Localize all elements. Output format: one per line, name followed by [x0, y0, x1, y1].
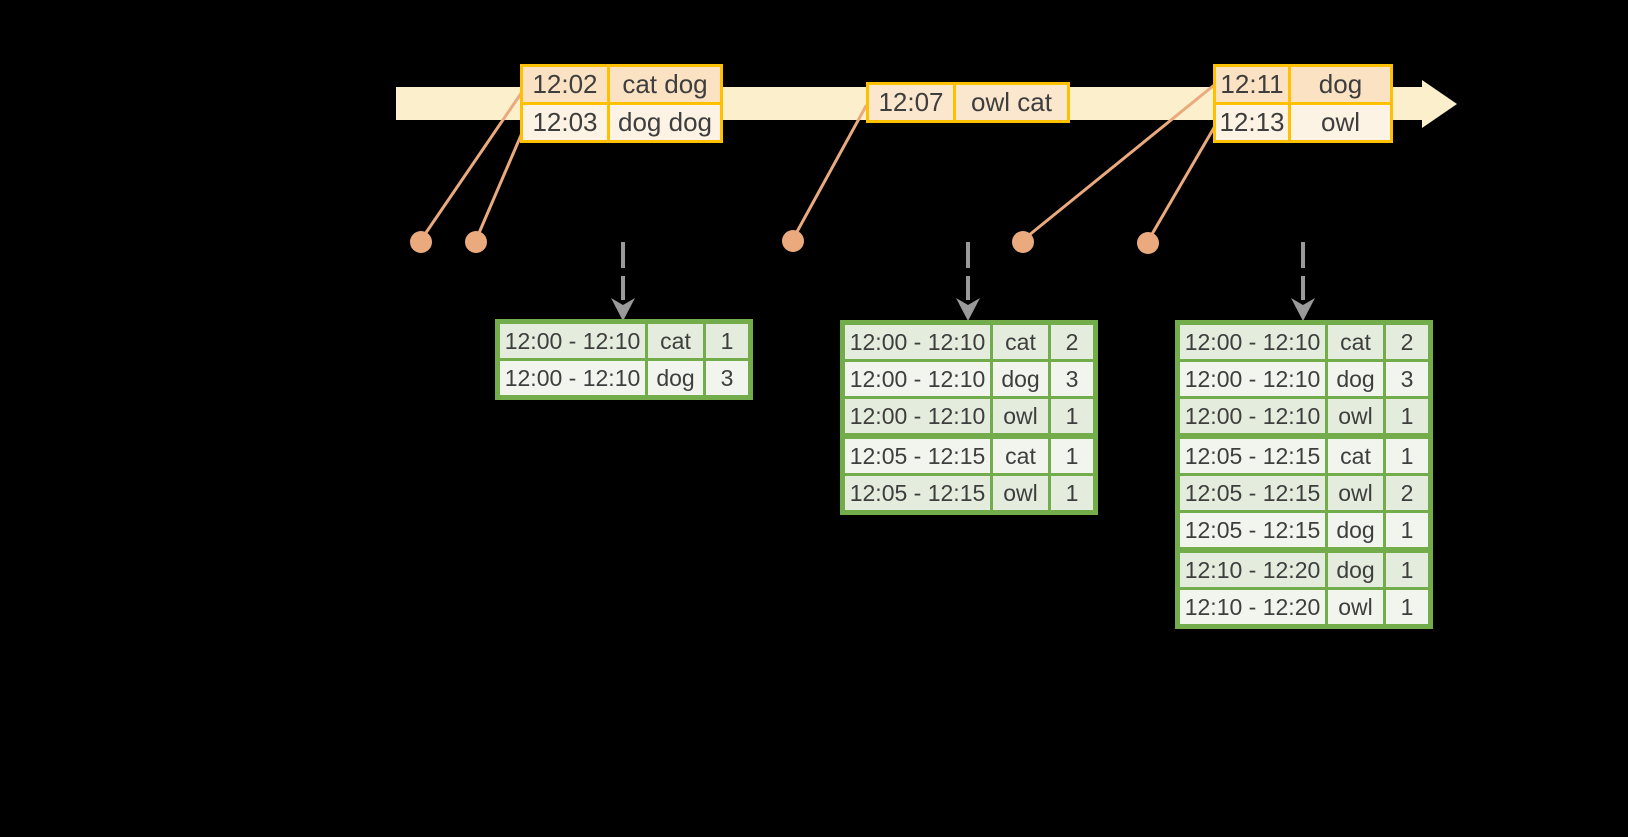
trigger-arrows — [611, 242, 1315, 321]
count-row: 12:00 - 12:10 cat 2 — [1180, 325, 1428, 359]
window-cell: 12:00 - 12:10 — [1180, 399, 1325, 433]
trigger-arrowhead-icon-2 — [956, 298, 980, 321]
count-row: 12:00 - 12:10 owl 1 — [1180, 399, 1428, 433]
count-cell: 1 — [1051, 439, 1093, 473]
event-time: 12:03 — [523, 105, 607, 140]
event-dot-5 — [1137, 232, 1159, 254]
window-cell: 12:05 - 12:15 — [845, 439, 990, 473]
event-line-4 — [1021, 84, 1215, 242]
count-cell: 3 — [706, 361, 748, 395]
count-row: 12:05 - 12:15 owl 1 — [845, 476, 1093, 510]
event-dot-4 — [1012, 231, 1034, 253]
count-row: 12:05 - 12:15 cat 1 — [1180, 439, 1428, 473]
event-line-3 — [791, 104, 868, 241]
word-cell: owl — [1328, 399, 1383, 433]
word-cell: owl — [1328, 590, 1383, 624]
event-dot-1 — [410, 231, 432, 253]
count-row: 12:05 - 12:15 dog 1 — [1180, 513, 1428, 547]
window-cell: 12:05 - 12:15 — [1180, 439, 1325, 473]
word-cell: owl — [1328, 476, 1383, 510]
window-cell: 12:00 - 12:10 — [1180, 362, 1325, 396]
windowed-counts-table-3: 12:00 - 12:10 cat 2 12:00 - 12:10 dog 3 … — [1175, 320, 1433, 629]
event-time: 12:13 — [1216, 105, 1288, 140]
window-cell: 12:05 - 12:15 — [1180, 476, 1325, 510]
count-cell: 1 — [1386, 439, 1428, 473]
event-dots — [410, 230, 1159, 254]
window-cell: 12:00 - 12:10 — [845, 399, 990, 433]
event-table-2: 12:07 owl cat — [866, 82, 1070, 123]
window-cell: 12:10 - 12:20 — [1180, 553, 1325, 587]
window-cell: 12:05 - 12:15 — [1180, 513, 1325, 547]
count-row: 12:05 - 12:15 cat 1 — [845, 439, 1093, 473]
count-row: 12:05 - 12:15 owl 2 — [1180, 476, 1428, 510]
count-row: 12:00 - 12:10 dog 3 — [845, 362, 1093, 396]
event-words: owl — [1291, 105, 1390, 140]
event-table-3: 12:11 dog 12:13 owl — [1213, 64, 1393, 143]
word-cell: cat — [648, 324, 703, 358]
event-dot-2 — [465, 231, 487, 253]
count-cell: 3 — [1386, 362, 1428, 396]
window-cell: 12:00 - 12:10 — [1180, 325, 1325, 359]
event-time: 12:07 — [869, 85, 953, 120]
word-cell: cat — [1328, 439, 1383, 473]
event-words: dog dog — [610, 105, 720, 140]
count-row: 12:00 - 12:10 cat 1 — [500, 324, 748, 358]
count-row: 12:00 - 12:10 owl 1 — [845, 399, 1093, 433]
count-cell: 3 — [1051, 362, 1093, 396]
word-cell: dog — [1328, 553, 1383, 587]
count-row: 12:10 - 12:20 owl 1 — [1180, 590, 1428, 624]
event-line-2 — [474, 124, 527, 242]
timeline-arrowhead-icon — [1422, 80, 1457, 128]
count-cell: 2 — [1386, 325, 1428, 359]
count-cell: 2 — [1386, 476, 1428, 510]
word-cell: owl — [993, 476, 1048, 510]
window-cell: 12:00 - 12:10 — [845, 325, 990, 359]
count-cell: 1 — [1386, 590, 1428, 624]
event-time: 12:02 — [523, 67, 607, 102]
count-cell: 1 — [706, 324, 748, 358]
event-words: cat dog — [610, 67, 720, 102]
window-cell: 12:00 - 12:10 — [845, 362, 990, 396]
event-dot-3 — [782, 230, 804, 252]
event-connector-lines — [419, 84, 1217, 243]
event-words: owl cat — [956, 85, 1067, 120]
count-row: 12:00 - 12:10 dog 3 — [1180, 362, 1428, 396]
count-row: 12:00 - 12:10 dog 3 — [500, 361, 748, 395]
trigger-arrowhead-icon-3 — [1291, 298, 1315, 321]
window-cell: 12:05 - 12:15 — [845, 476, 990, 510]
word-cell: cat — [993, 325, 1048, 359]
word-cell: cat — [1328, 325, 1383, 359]
event-words: dog — [1291, 67, 1390, 102]
word-cell: dog — [993, 362, 1048, 396]
count-cell: 1 — [1051, 399, 1093, 433]
count-row: 12:10 - 12:20 dog 1 — [1180, 553, 1428, 587]
event-time: 12:11 — [1216, 67, 1288, 102]
word-cell: dog — [1328, 513, 1383, 547]
word-cell: cat — [993, 439, 1048, 473]
event-line-1 — [419, 90, 524, 242]
count-cell: 1 — [1386, 553, 1428, 587]
windowed-counts-table-2: 12:00 - 12:10 cat 2 12:00 - 12:10 dog 3 … — [840, 320, 1098, 515]
event-table-1: 12:02 cat dog 12:03 dog dog — [520, 64, 723, 143]
count-cell: 1 — [1386, 513, 1428, 547]
window-cell: 12:00 - 12:10 — [500, 361, 645, 395]
count-cell: 1 — [1051, 476, 1093, 510]
count-row: 12:00 - 12:10 cat 2 — [845, 325, 1093, 359]
window-cell: 12:00 - 12:10 — [500, 324, 645, 358]
word-cell: dog — [648, 361, 703, 395]
event-line-5 — [1146, 124, 1217, 243]
word-cell: dog — [1328, 362, 1383, 396]
trigger-arrowhead-icon-1 — [611, 298, 635, 321]
count-cell: 1 — [1386, 399, 1428, 433]
windowed-counts-table-1: 12:00 - 12:10 cat 1 12:00 - 12:10 dog 3 — [495, 319, 753, 400]
word-cell: owl — [993, 399, 1048, 433]
count-cell: 2 — [1051, 325, 1093, 359]
window-cell: 12:10 - 12:20 — [1180, 590, 1325, 624]
